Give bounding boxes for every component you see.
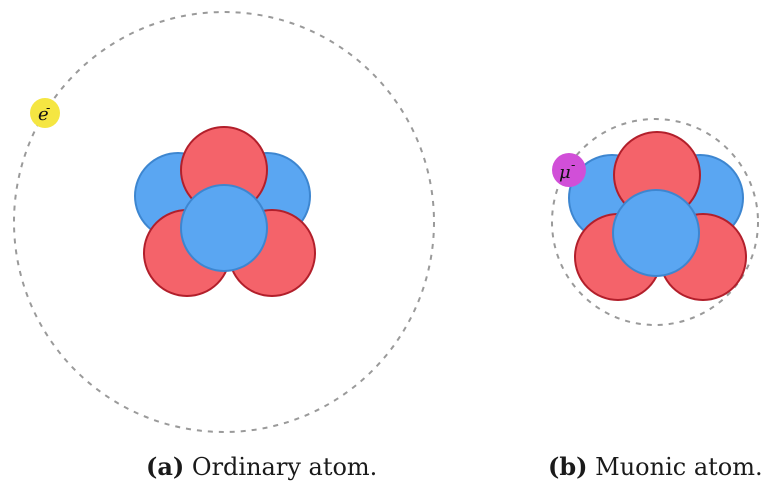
muon-marker: [552, 153, 586, 187]
caption-muonic-atom: (b) Muonic atom.: [548, 452, 763, 481]
caption-text: Muonic atom.: [595, 453, 763, 481]
caption-ordinary-atom: (a) Ordinary atom.: [146, 452, 377, 481]
electron-charge: -: [46, 101, 50, 116]
caption-tag: (a): [146, 452, 185, 481]
neutron: [612, 189, 700, 277]
muon-orbit: [551, 118, 759, 326]
electron-orbit: [13, 11, 435, 433]
caption-text: Ordinary atom.: [191, 453, 378, 481]
electron: e -: [30, 98, 60, 128]
ordinary-atom-panel: e -: [13, 11, 435, 433]
muonic-atom-panel: μ -: [551, 118, 759, 326]
caption-tag: (b): [548, 452, 588, 481]
muon-symbol: μ: [559, 162, 571, 183]
neutron: [180, 184, 268, 272]
electron-marker: [30, 98, 60, 128]
muon: μ -: [552, 153, 586, 187]
ordinary-nucleus: [134, 126, 316, 297]
muon-charge: -: [571, 158, 575, 173]
muonic-nucleus: [568, 131, 747, 301]
electron-symbol: e: [38, 104, 49, 125]
